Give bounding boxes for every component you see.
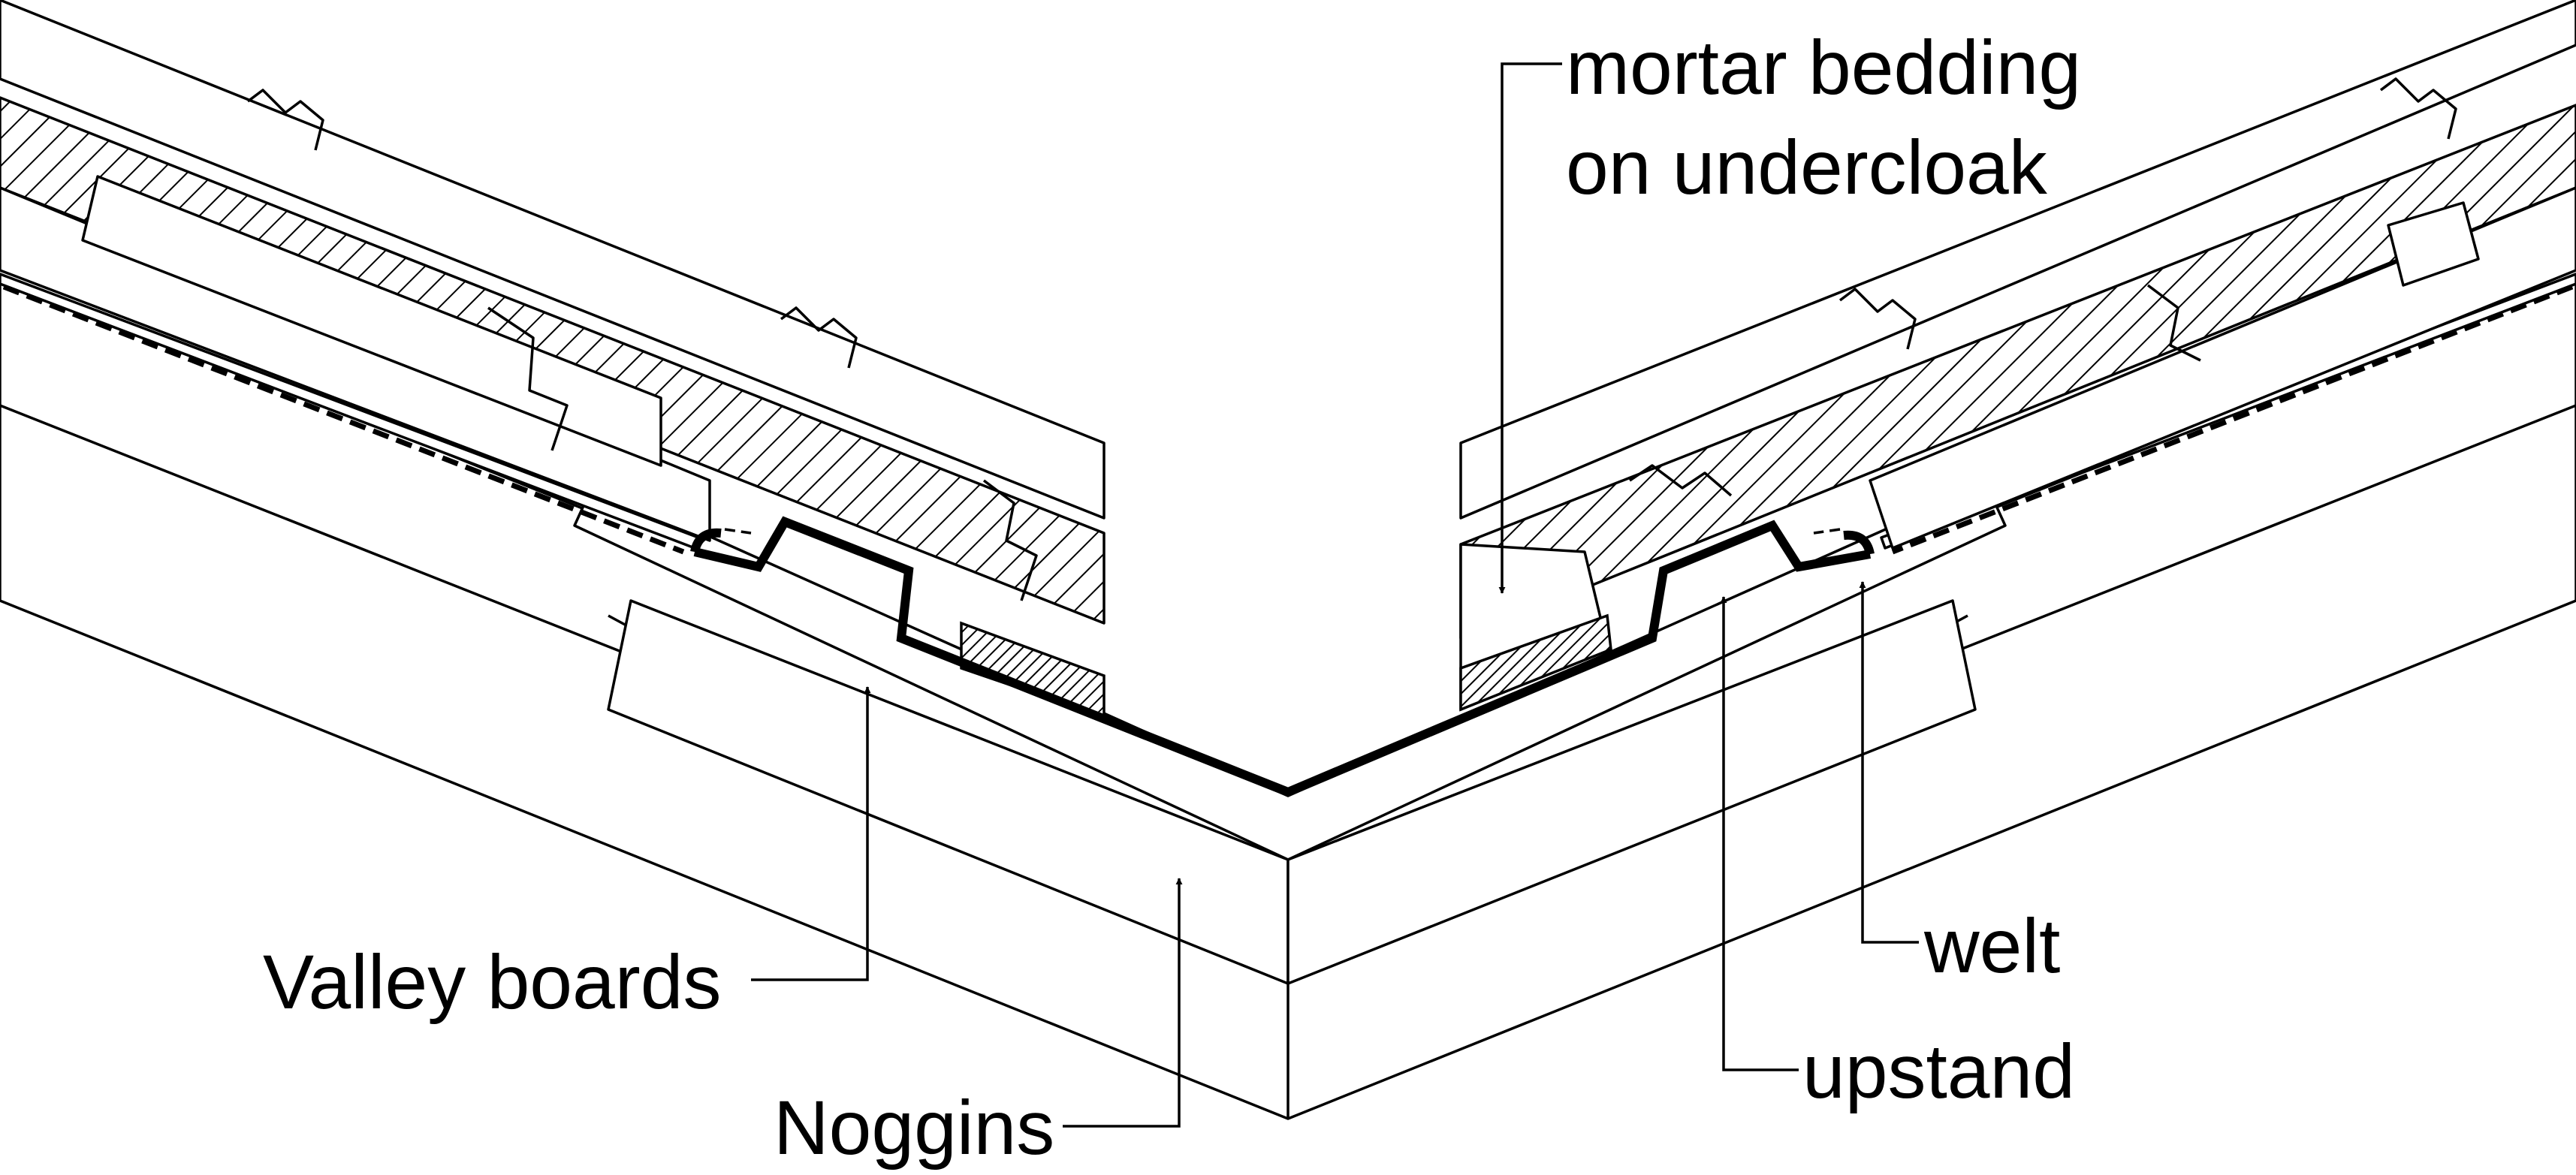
upstand-leader xyxy=(1720,596,1799,1071)
label-upstand: upstand xyxy=(1802,1029,2075,1114)
label-on-undercloak: on undercloak xyxy=(1566,125,2048,210)
valley-lining xyxy=(690,516,1875,797)
welt-leader xyxy=(1859,581,1919,944)
left-tiles xyxy=(0,0,1106,625)
valley-boards-leader xyxy=(751,686,871,981)
right-tiles xyxy=(1459,0,2576,712)
leaders xyxy=(751,62,1919,1128)
label-noggins: Noggins xyxy=(774,1085,1054,1170)
label-mortar-bedding: mortar bedding xyxy=(1566,25,2081,110)
mortar-leader xyxy=(1498,62,1562,594)
label-welt: welt xyxy=(1923,903,2060,989)
label-valley-boards: Valley boards xyxy=(263,939,721,1025)
noggins-leader xyxy=(1063,878,1183,1128)
